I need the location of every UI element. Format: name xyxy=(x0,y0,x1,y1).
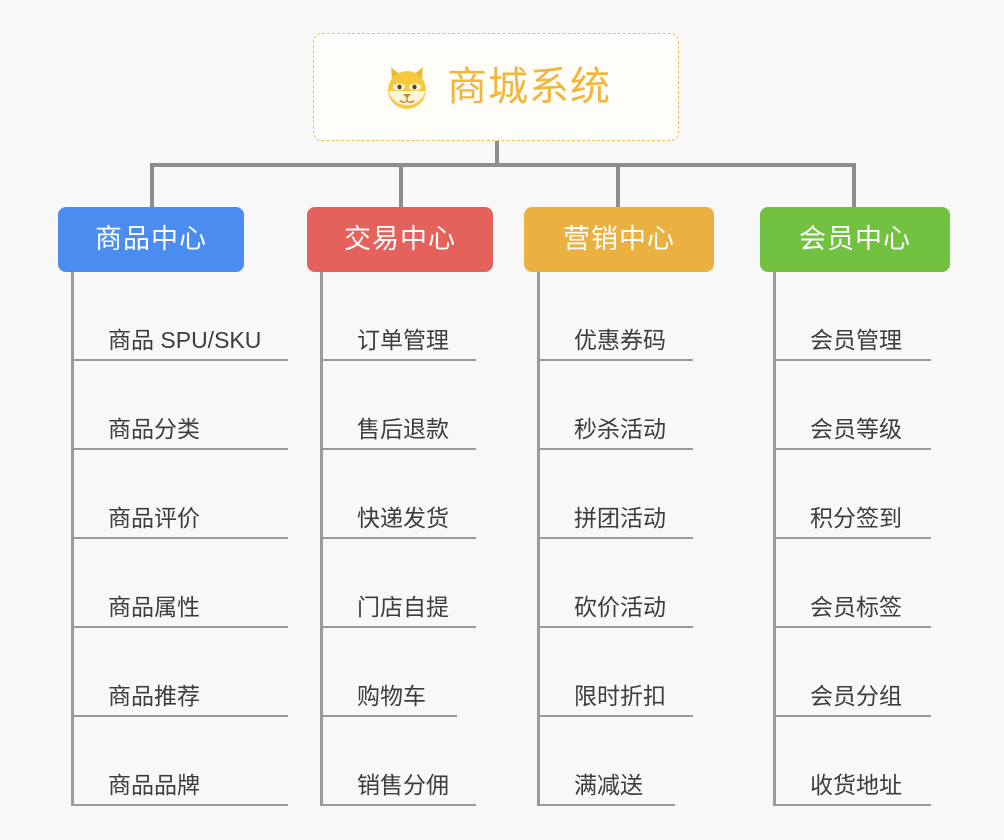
leaf-item[interactable]: 商品推荐 xyxy=(74,628,288,717)
leaf-label: 商品属性 xyxy=(108,593,200,620)
leaf-item[interactable]: 门店自提 xyxy=(323,539,476,628)
leaf-item[interactable]: 会员标签 xyxy=(776,539,931,628)
leaf-item[interactable]: 订单管理 xyxy=(323,272,476,361)
leaf-item[interactable]: 商品 SPU/SKU xyxy=(74,272,288,361)
leaf-label: 秒杀活动 xyxy=(574,415,666,442)
leaf-item[interactable]: 限时折扣 xyxy=(540,628,693,717)
connector-drop-3 xyxy=(616,163,620,207)
shiba-dog-face-icon xyxy=(381,61,433,113)
leaf-label: 门店自提 xyxy=(357,593,449,620)
leaf-item[interactable]: 收货地址 xyxy=(776,717,931,806)
leaf-item[interactable]: 会员管理 xyxy=(776,272,931,361)
leaf-list-marketing: 优惠券码 秒杀活动 拼团活动 砍价活动 限时折扣 满减送 xyxy=(537,272,728,806)
leaf-label: 商品评价 xyxy=(108,504,200,531)
connector-drop-2 xyxy=(399,163,403,207)
leaf-list-member: 会员管理 会员等级 积分签到 会员标签 会员分组 收货地址 xyxy=(773,272,964,806)
leaf-label: 拼团活动 xyxy=(574,504,666,531)
leaf-label: 会员等级 xyxy=(810,415,902,442)
leaf-item[interactable]: 优惠券码 xyxy=(540,272,693,361)
leaf-label: 满减送 xyxy=(574,771,643,798)
leaf-item[interactable]: 商品品牌 xyxy=(74,717,288,806)
leaf-item[interactable]: 商品分类 xyxy=(74,361,288,450)
leaf-label: 收货地址 xyxy=(810,771,902,798)
leaf-item[interactable]: 砍价活动 xyxy=(540,539,693,628)
connector-horizontal-bus xyxy=(150,163,856,167)
leaf-item[interactable]: 购物车 xyxy=(323,628,457,717)
leaf-list-trade: 订单管理 售后退款 快递发货 门店自提 购物车 销售分佣 xyxy=(320,272,511,806)
leaf-label: 商品推荐 xyxy=(108,682,200,709)
leaf-label: 快递发货 xyxy=(357,504,449,531)
leaf-label: 订单管理 xyxy=(357,326,449,353)
leaf-item[interactable]: 售后退款 xyxy=(323,361,476,450)
leaf-label: 销售分佣 xyxy=(357,771,449,798)
leaf-item[interactable]: 商品评价 xyxy=(74,450,288,539)
root-title: 商城系统 xyxy=(447,65,611,109)
leaf-label: 限时折扣 xyxy=(574,682,666,709)
leaf-label: 会员分组 xyxy=(810,682,902,709)
leaf-label: 砍价活动 xyxy=(574,593,666,620)
connector-root-stem xyxy=(495,141,499,166)
category-column-member: 会员中心 会员管理 会员等级 积分签到 会员标签 会员分组 收货地址 xyxy=(760,207,964,806)
leaf-item[interactable]: 销售分佣 xyxy=(323,717,476,806)
leaf-item[interactable]: 商品属性 xyxy=(74,539,288,628)
category-column-marketing: 营销中心 优惠券码 秒杀活动 拼团活动 砍价活动 限时折扣 满减送 xyxy=(524,207,728,806)
category-header-marketing[interactable]: 营销中心 xyxy=(524,207,714,272)
category-header-member[interactable]: 会员中心 xyxy=(760,207,950,272)
leaf-item[interactable]: 快递发货 xyxy=(323,450,476,539)
leaf-label: 优惠券码 xyxy=(574,326,666,353)
leaf-label: 购物车 xyxy=(357,682,426,709)
leaf-item[interactable]: 会员分组 xyxy=(776,628,931,717)
connector-drop-1 xyxy=(150,163,154,207)
leaf-label: 会员管理 xyxy=(810,326,902,353)
leaf-label: 售后退款 xyxy=(357,415,449,442)
leaf-item[interactable]: 会员等级 xyxy=(776,361,931,450)
connector-drop-4 xyxy=(852,163,856,207)
leaf-label: 商品品牌 xyxy=(108,771,200,798)
leaf-item[interactable]: 积分签到 xyxy=(776,450,931,539)
leaf-item[interactable]: 满减送 xyxy=(540,717,675,806)
leaf-list-product: 商品 SPU/SKU 商品分类 商品评价 商品属性 商品推荐 商品品牌 xyxy=(71,272,296,806)
leaf-label: 会员标签 xyxy=(810,593,902,620)
category-header-trade[interactable]: 交易中心 xyxy=(307,207,493,272)
leaf-label: 商品分类 xyxy=(108,415,200,442)
leaf-label: 商品 SPU/SKU xyxy=(108,326,262,353)
root-node[interactable]: 商城系统 xyxy=(313,33,679,141)
category-columns: 商品中心 商品 SPU/SKU 商品分类 商品评价 商品属性 商品推荐 商品品牌… xyxy=(0,207,1004,840)
leaf-item[interactable]: 秒杀活动 xyxy=(540,361,693,450)
category-column-trade: 交易中心 订单管理 售后退款 快递发货 门店自提 购物车 销售分佣 xyxy=(307,207,511,806)
leaf-item[interactable]: 拼团活动 xyxy=(540,450,693,539)
category-column-product: 商品中心 商品 SPU/SKU 商品分类 商品评价 商品属性 商品推荐 商品品牌 xyxy=(58,207,296,806)
category-header-product[interactable]: 商品中心 xyxy=(58,207,244,272)
leaf-label: 积分签到 xyxy=(810,504,902,531)
